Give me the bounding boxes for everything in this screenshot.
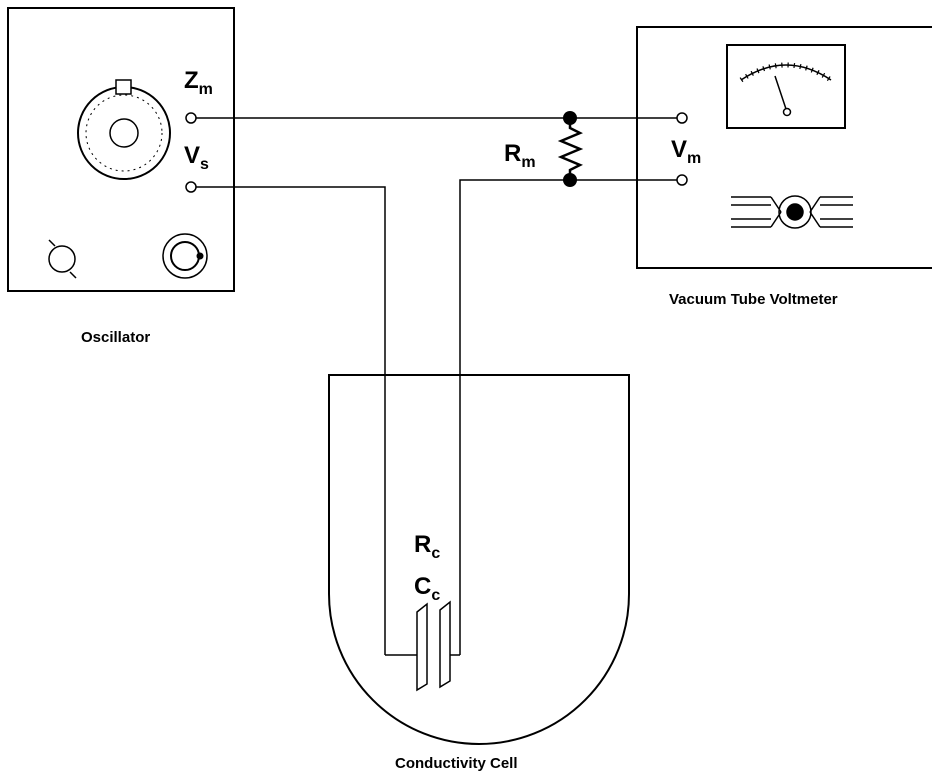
junction-node-top: [563, 111, 577, 125]
cell-caption: Conductivity Cell: [395, 755, 518, 772]
electrode-plates-icon: [416, 600, 451, 692]
vacuum-tube-voltmeter: Vm Vacuum Tube Voltmeter: [636, 26, 932, 308]
oscillator-terminal-zm: [185, 112, 197, 124]
voltmeter-terminal-top: [676, 112, 688, 124]
oscillator-switch-icon: [162, 233, 208, 279]
oscillator-knob-icon: [48, 239, 77, 279]
oscillator-dial: [77, 79, 171, 180]
conductivity-cell: Rc Cc Conductivity Cell: [328, 374, 630, 772]
label-vs: Vs: [184, 142, 209, 173]
voltmeter-terminal-bottom: [676, 174, 688, 186]
oscillator-caption: Oscillator: [81, 329, 150, 346]
voltmeter-box: [636, 26, 932, 269]
dial-indicator-icon: [115, 79, 132, 95]
label-cc: Cc: [414, 573, 440, 604]
oscillator-terminal-vs: [185, 181, 197, 193]
label-zm: Zm: [184, 67, 213, 98]
meter-gauge-icon: [726, 44, 846, 129]
oscillator-box: [7, 7, 235, 292]
label-rc: Rc: [414, 531, 440, 562]
label-rm: Rm: [504, 140, 536, 171]
label-vm: Vm: [671, 136, 701, 167]
voltmeter-caption: Vacuum Tube Voltmeter: [669, 291, 838, 308]
oscillator: Zm Vs Oscillator: [7, 7, 235, 346]
resistor-rm: Rm: [504, 111, 584, 187]
wiring: [196, 117, 677, 656]
vacuum-tube-icon: [731, 195, 853, 229]
cell-vessel: [328, 374, 630, 745]
junction-node-bottom: [563, 173, 577, 187]
